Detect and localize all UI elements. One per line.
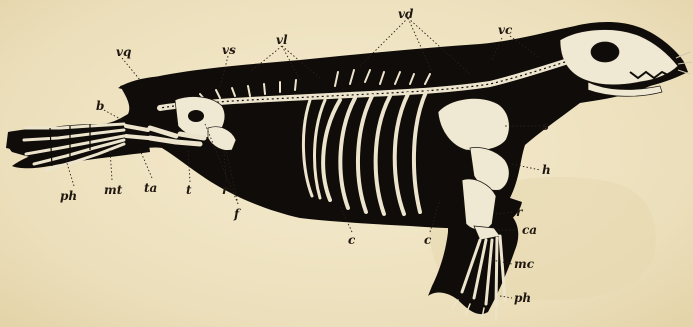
label-c-right: c (424, 233, 432, 247)
label-ca: ca (522, 223, 537, 237)
label-vs: vs (222, 43, 236, 57)
label-h: h (542, 163, 551, 177)
label-ph-hind: ph (60, 189, 77, 203)
label-vd: vd (398, 7, 414, 21)
label-ta: ta (144, 181, 157, 195)
label-mt: mt (104, 183, 123, 197)
label-f: f (233, 207, 241, 221)
tail-upper-point (118, 76, 180, 92)
label-c-left: c (348, 233, 356, 247)
label-t: t (186, 183, 192, 197)
label-vq: vq (116, 45, 131, 59)
label-b: b (96, 99, 104, 113)
label-s: s (542, 119, 549, 133)
label-mc: mc (514, 257, 535, 271)
label-vl: vl (276, 33, 288, 47)
label-ph-fore: ph (514, 291, 531, 305)
label-vc: vc (498, 23, 513, 37)
